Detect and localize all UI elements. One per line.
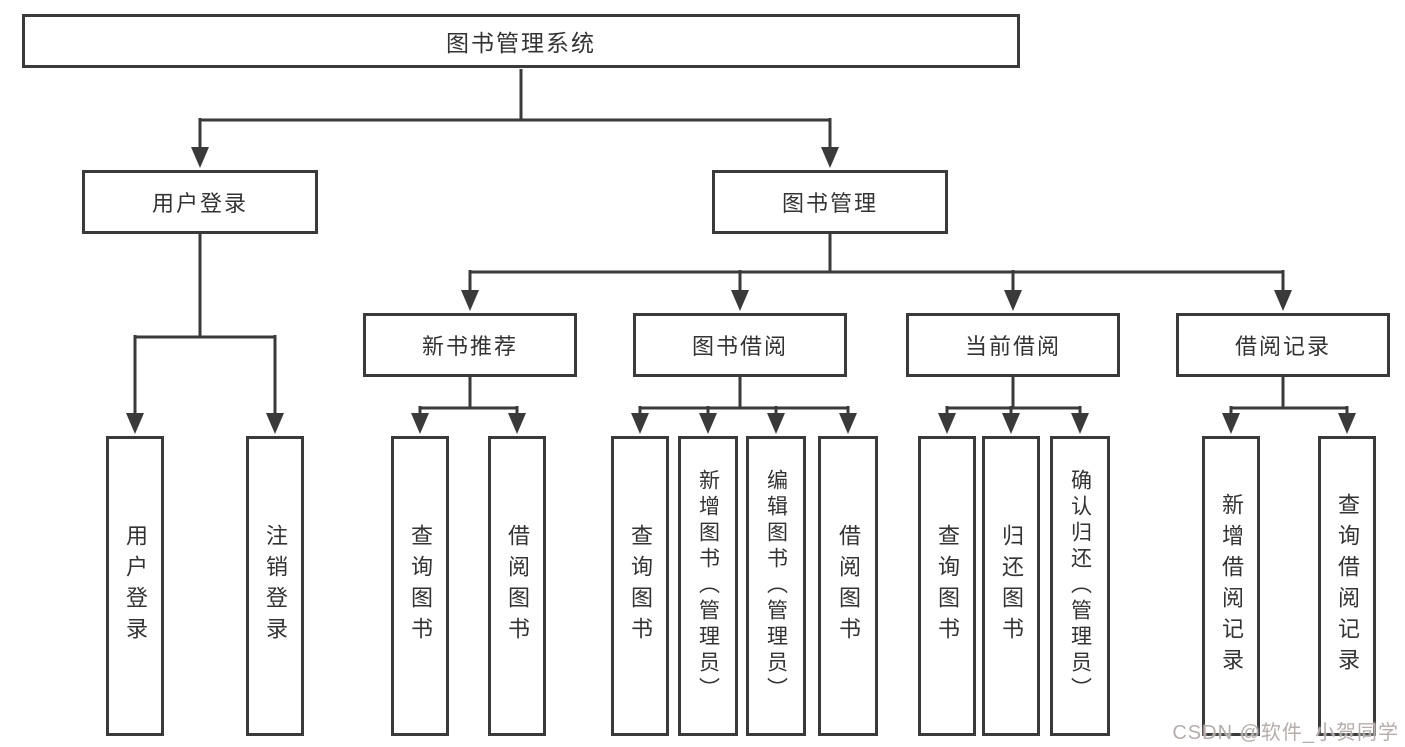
node-label: 当前借阅 <box>964 334 1061 359</box>
leaf-add-borrow-record: 新增借阅记录 <box>1202 436 1260 736</box>
node-label: 查询图书 <box>935 524 960 648</box>
leaf-query-books-recommend: 查询图书 <box>391 436 449 736</box>
leaf-query-books-current: 查询图书 <box>918 436 976 736</box>
node-new-book-recommend: 新书推荐 <box>363 313 577 377</box>
leaf-borrow-books-recommend: 借阅图书 <box>488 436 546 736</box>
node-label: 图书管理系统 <box>446 30 596 56</box>
node-library-management-system: 图书管理系统 <box>22 14 1020 68</box>
node-label: 归还图书 <box>999 524 1024 648</box>
leaf-borrow-books-borrowing: 借阅图书 <box>818 436 878 736</box>
node-label: 新增借阅记录 <box>1219 493 1244 679</box>
node-label: 查询图书 <box>408 524 433 648</box>
node-label: 借阅记录 <box>1234 334 1331 359</box>
node-borrow-records: 借阅记录 <box>1176 313 1390 377</box>
node-label: 借阅图书 <box>836 524 861 648</box>
node-label: 用户登录 <box>151 191 248 216</box>
node-label: 查询图书 <box>628 524 653 648</box>
connector-user-login <box>126 232 284 434</box>
node-label: 图书借阅 <box>691 334 788 359</box>
connector-book-borrowing <box>631 375 857 434</box>
connector-new-book-recommend <box>411 375 526 434</box>
leaf-query-books-borrowing: 查询图书 <box>611 436 669 736</box>
node-label: 图书管理 <box>781 191 878 216</box>
node-book-borrowing: 图书借阅 <box>633 313 847 377</box>
csdn-watermark: CSDN @软件_小贺同学 <box>1172 722 1399 744</box>
leaf-add-books-admin: 新增图书（管理员） <box>678 436 738 736</box>
node-label: 确认归还（管理员） <box>1068 469 1092 703</box>
node-label: 查询借阅记录 <box>1335 493 1360 679</box>
connector-borrow-records <box>1222 375 1356 434</box>
leaf-query-borrow-record: 查询借阅记录 <box>1318 436 1376 736</box>
leaf-confirm-return-admin: 确认归还（管理员） <box>1050 436 1110 736</box>
node-label: 注销登录 <box>263 524 288 648</box>
connector-book-management <box>461 232 1292 311</box>
leaf-user-login: 用户登录 <box>106 436 164 736</box>
connector-root <box>191 69 839 168</box>
node-label: 新增图书（管理员） <box>696 469 720 703</box>
leaf-logout: 注销登录 <box>246 436 304 736</box>
node-label: 编辑图书（管理员） <box>764 469 788 703</box>
node-current-borrowing: 当前借阅 <box>906 313 1120 377</box>
node-user-login: 用户登录 <box>82 170 318 234</box>
connector-current-borrowing <box>938 375 1089 434</box>
leaf-return-books: 归还图书 <box>982 436 1040 736</box>
node-label: 借阅图书 <box>505 524 530 648</box>
leaf-edit-books-admin: 编辑图书（管理员） <box>746 436 806 736</box>
node-book-management: 图书管理 <box>712 170 948 234</box>
node-label: 新书推荐 <box>421 334 518 359</box>
node-label: 用户登录 <box>123 524 148 648</box>
